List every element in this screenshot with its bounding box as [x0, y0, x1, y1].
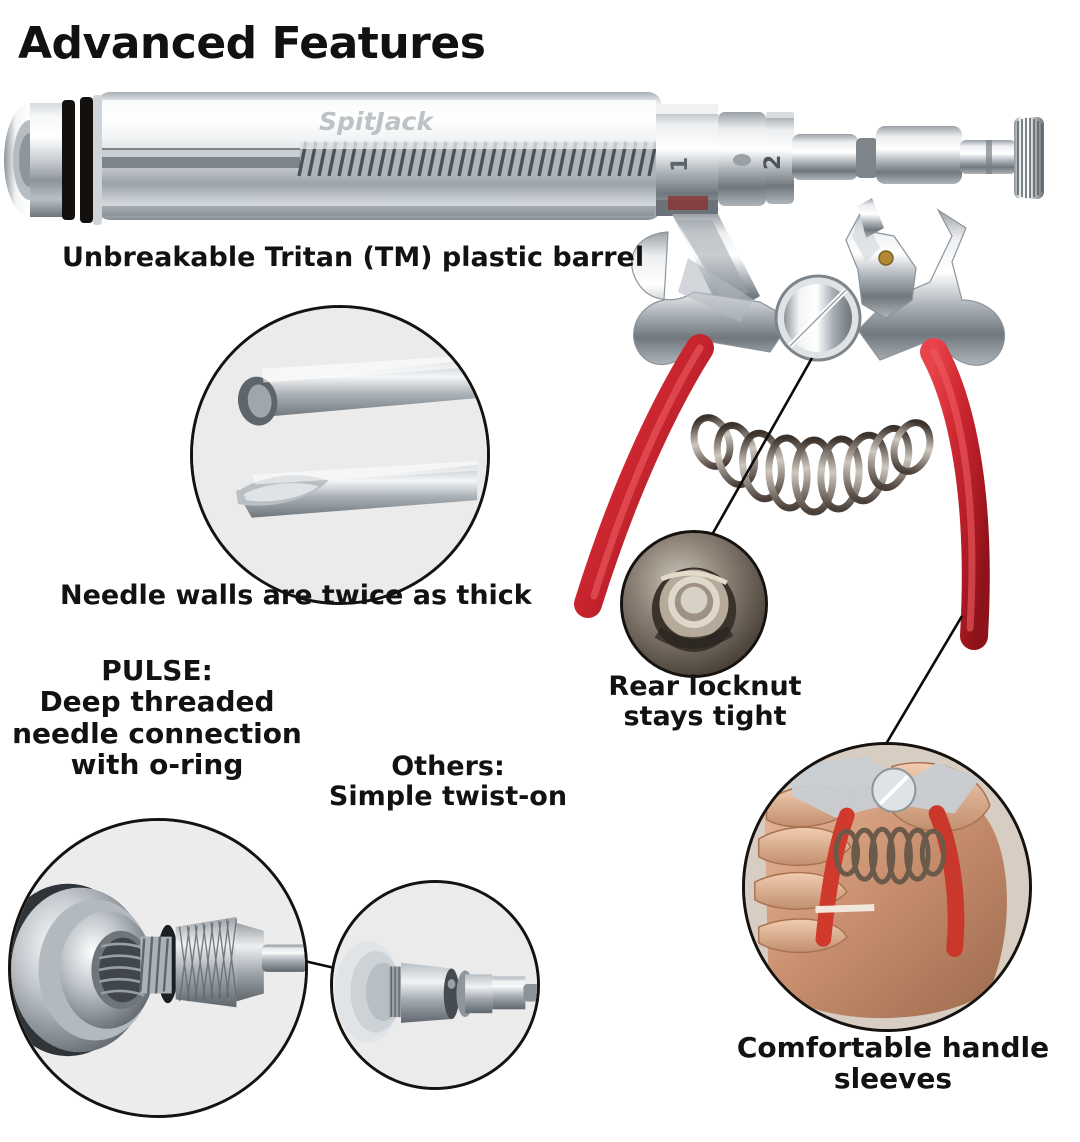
caption-handle-sleeves: Comfortable handle sleeves [736, 1031, 1050, 1096]
barrel-end-cap [4, 95, 102, 225]
pivot-screw [774, 274, 862, 362]
twist-on-male-piece [456, 970, 537, 1018]
caption-needle: Needle walls are twice as thick [60, 580, 532, 611]
twist-on-hub [389, 962, 460, 1023]
inset-comfortable-handle-sleeves [742, 742, 1032, 1032]
dose-collar: 1 2 [656, 104, 794, 216]
thick-wall-needle [237, 355, 478, 426]
barrel-hub [11, 883, 155, 1057]
rear-knob [1014, 117, 1044, 199]
inset-pulse-connector [8, 818, 308, 1118]
barrel-brand-text: SpitJack [319, 107, 434, 136]
caption-pulse: PULSE: Deep threaded needle connection w… [12, 654, 302, 782]
o-ring-1 [62, 100, 75, 220]
spring-in-hand [833, 826, 947, 885]
o-ring-2 [80, 97, 93, 223]
syringe-frame [631, 198, 1006, 366]
knurled-nut [175, 917, 264, 1008]
coil-spring [690, 414, 934, 516]
red-sleeve-left [815, 807, 855, 947]
leader-line-locknut [698, 357, 814, 557]
rear-shaft [792, 117, 1044, 199]
inset-rear-locknut [620, 530, 768, 678]
inset-needle-tips [190, 305, 490, 605]
inset-others-connector [330, 880, 540, 1090]
trigger-lever [845, 208, 917, 319]
caption-others: Others: Simple twist-on [328, 751, 568, 813]
red-sleeve-right [928, 805, 965, 958]
caption-locknut: Rear locknut stays tight [608, 671, 802, 733]
threaded-male-section [139, 936, 172, 994]
dose-mark-2: 2 [761, 155, 786, 170]
brass-rivet [878, 250, 894, 266]
dose-mark-1: 1 [668, 157, 693, 172]
page-title: Advanced Features [18, 18, 486, 69]
thin-wall-needle [236, 460, 478, 518]
syringe-barrel: SpitJack [96, 92, 662, 220]
red-handle-right [920, 338, 990, 650]
leader-line-sleeves [884, 615, 964, 745]
caption-barrel: Unbreakable Tritan (TM) plastic barrel [62, 242, 645, 273]
